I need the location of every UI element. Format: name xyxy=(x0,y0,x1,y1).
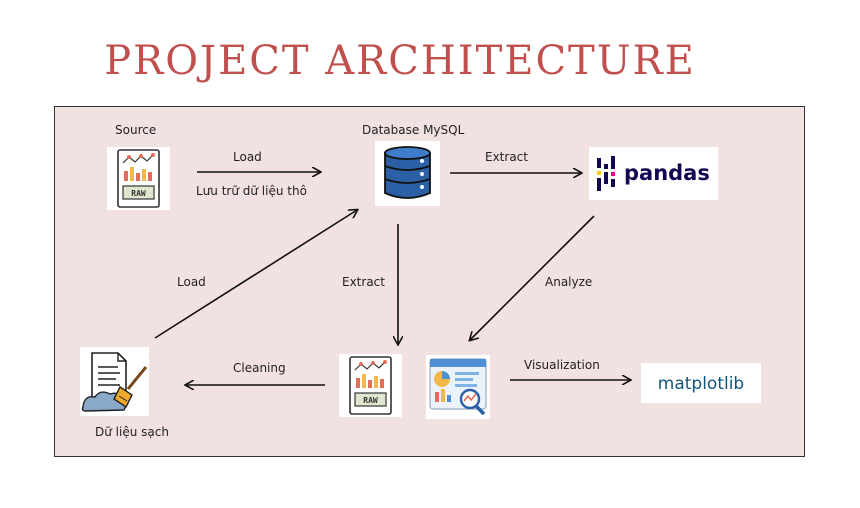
database-icon xyxy=(384,146,431,199)
edge-label-load-top: Load xyxy=(233,150,262,164)
database-node xyxy=(375,141,440,206)
pandas-node: pandas xyxy=(589,147,718,200)
arrow-clean-to-database xyxy=(154,210,357,339)
clean-data-node xyxy=(80,347,149,416)
pandas-logo: pandas xyxy=(597,156,710,191)
edge-label-extract-down: Extract xyxy=(342,275,385,289)
analytics-dashboard-icon xyxy=(429,358,487,416)
arrow-pandas-to-analysis xyxy=(470,215,595,340)
source-label: Source xyxy=(115,123,157,137)
source-node: RAW xyxy=(107,147,170,210)
raw-extract-node: RAW xyxy=(339,354,402,417)
matplotlib-logo-text: matplotlib xyxy=(658,374,744,394)
raw-data-sheet-icon: RAW xyxy=(349,356,392,415)
svg-text:RAW: RAW xyxy=(131,189,146,198)
edge-label-visualization: Visualization xyxy=(524,358,600,372)
pandas-logo-text: pandas xyxy=(624,161,710,185)
edge-label-raw-storage: Lưu trữ dữ liệu thô xyxy=(196,184,307,198)
matplotlib-node: matplotlib xyxy=(641,363,761,403)
edge-label-cleaning: Cleaning xyxy=(233,361,286,375)
database-label: Database MySQL xyxy=(362,123,465,137)
edge-label-load-left: Load xyxy=(177,275,206,289)
analysis-node xyxy=(426,355,490,419)
diagram-title: PROJECT ARCHITECTURE xyxy=(104,38,696,84)
clean-data-label: Dữ liệu sạch xyxy=(95,425,169,439)
svg-text:RAW: RAW xyxy=(363,396,378,405)
edge-label-extract-pandas: Extract xyxy=(485,150,528,164)
matplotlib-logo: matplotlib xyxy=(658,374,744,394)
cleaning-broom-icon xyxy=(81,352,148,412)
edge-label-analyze: Analyze xyxy=(545,275,593,289)
raw-data-sheet-icon: RAW xyxy=(117,149,160,208)
